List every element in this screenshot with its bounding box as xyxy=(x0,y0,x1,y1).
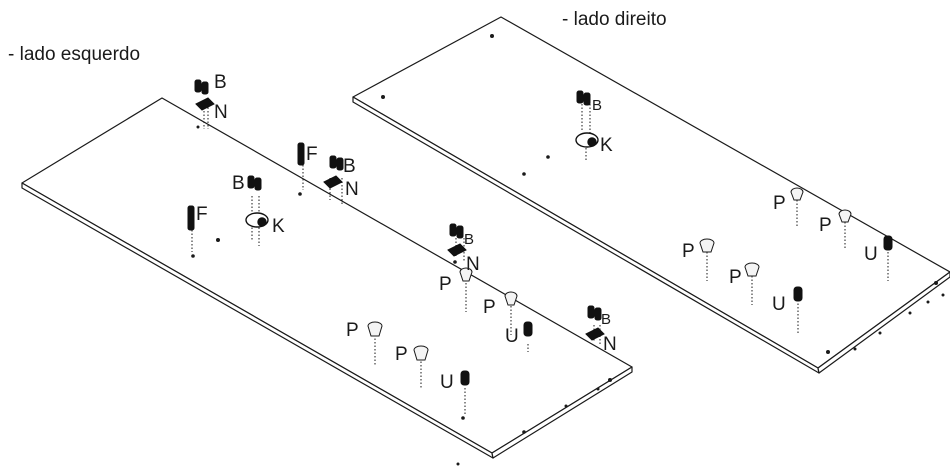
label-U-1: U xyxy=(505,326,519,347)
label-P-3: P xyxy=(346,320,359,341)
screw-pair-B-2 xyxy=(329,155,344,171)
label-N-4: N xyxy=(603,334,617,355)
part-labels: B N F B N B F K B N P P P P U U B N B K … xyxy=(196,72,878,393)
screws-B xyxy=(194,79,602,321)
label-B-2: B xyxy=(343,156,356,177)
caption-left-side: - lado esquerdo xyxy=(8,44,141,65)
screws-U xyxy=(460,235,893,386)
label-P-1: P xyxy=(439,274,452,295)
caps-P xyxy=(367,187,852,361)
label-P-5: P xyxy=(773,193,786,214)
label-P-8: P xyxy=(729,267,742,288)
caption-right-side: - lado direito xyxy=(562,9,667,30)
label-B-6: B xyxy=(592,97,602,114)
label-U-3: U xyxy=(864,244,878,265)
label-B-4: B xyxy=(464,231,474,248)
screw-pair-B-1 xyxy=(194,79,209,95)
connectors-N xyxy=(195,97,605,341)
screw-pair-B-3 xyxy=(247,175,262,191)
label-F-1: F xyxy=(306,144,318,165)
label-K-1: K xyxy=(272,216,285,237)
screw-pair-B-6 xyxy=(576,90,591,106)
right-panel-end-edge xyxy=(817,271,950,374)
label-B-5: B xyxy=(601,311,611,328)
label-B-1: B xyxy=(214,72,227,93)
label-N-2: N xyxy=(345,179,359,200)
label-U-4: U xyxy=(772,294,786,315)
screw-pair-B-5 xyxy=(587,305,602,321)
label-P-4: P xyxy=(395,344,408,365)
label-F-2: F xyxy=(196,204,208,225)
pins-F xyxy=(187,142,305,231)
label-N-3: N xyxy=(466,254,480,275)
label-B-3: B xyxy=(232,173,245,194)
label-U-2: U xyxy=(440,372,454,393)
edge-holes xyxy=(191,34,945,466)
right-panel xyxy=(352,16,950,374)
label-P-7: P xyxy=(682,241,695,262)
screw-pair-B-4 xyxy=(449,223,464,239)
label-N-1: N xyxy=(214,102,228,123)
label-P-6: P xyxy=(819,215,832,236)
cam-locks-K xyxy=(245,132,599,228)
label-K-2: K xyxy=(600,135,613,156)
label-P-2: P xyxy=(483,297,496,318)
